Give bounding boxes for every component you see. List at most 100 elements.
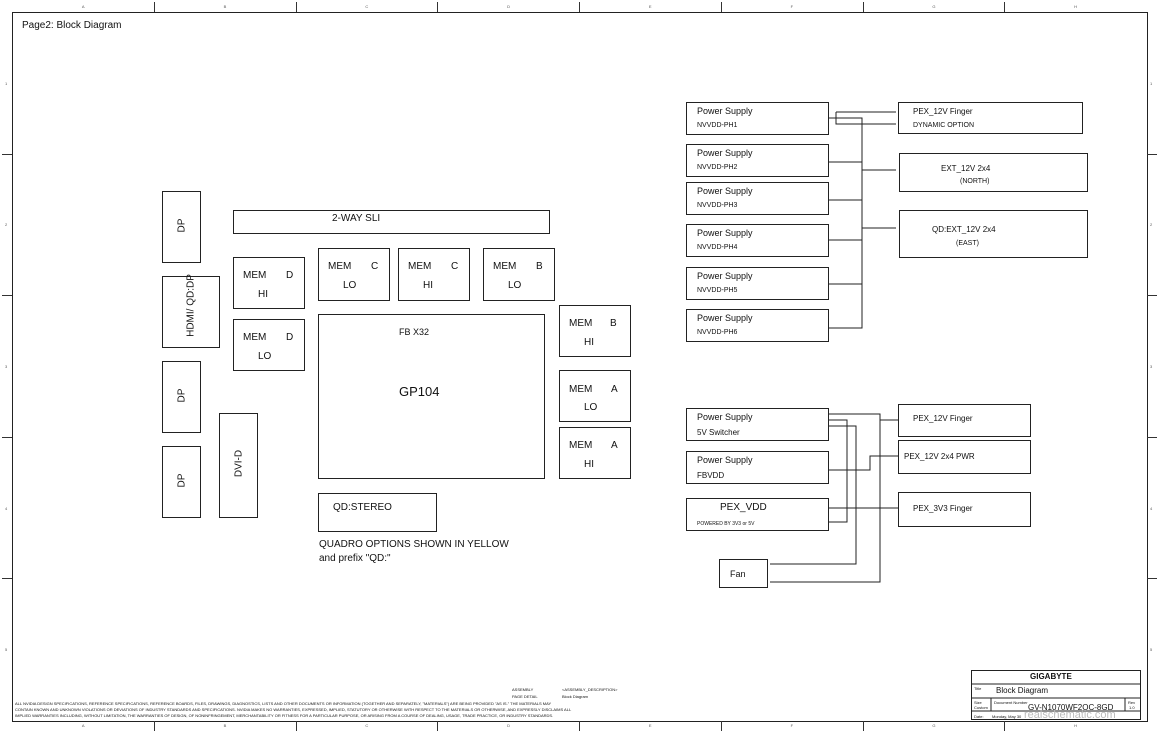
ruler-zone-label: G — [932, 4, 936, 9]
pex-vdd-block: PEX_VDD POWERED BY 3V3 or 5V — [686, 498, 829, 531]
ruler-zone-label: 5 — [5, 647, 8, 653]
ruler-tick — [2, 295, 12, 297]
pex-finger-dynamic-l1: PEX_12V Finger — [913, 107, 973, 116]
ruler-tick — [862, 721, 864, 731]
hdmi-connector: HDMI/ QD:DP — [162, 274, 220, 348]
mem-channel: A — [611, 440, 618, 451]
size-label: Size — [974, 700, 982, 705]
ruler-tick — [2, 436, 12, 438]
power-supply-label: Power Supply — [697, 186, 753, 196]
ruler-zone-label: B — [223, 723, 227, 728]
power-supply-fbvdd: Power Supply FBVDD — [686, 451, 829, 484]
pex-finger-dynamic-l2: DYNAMIC OPTION — [913, 122, 975, 129]
ruler-tick — [2, 578, 12, 580]
mem-label: MEM — [569, 318, 593, 329]
mem-channel: C — [451, 261, 459, 272]
date-label: Date: — [974, 714, 984, 719]
power-supply-label: Power Supply — [697, 148, 753, 158]
dvi-connector: DVI-D — [219, 413, 258, 518]
power-supply-phase-name: NVVDD-PH5 — [697, 287, 738, 294]
ext-north-l2: (NORTH) — [960, 178, 990, 185]
company-name: GIGABYTE — [1030, 672, 1072, 681]
watermark: realschematic.com — [1024, 709, 1116, 721]
ext-12v-north: EXT_12V 2x4 (NORTH) — [899, 153, 1088, 192]
power-supply-label: Power Supply — [697, 228, 753, 238]
ext-north-l1: EXT_12V 2x4 — [941, 164, 991, 173]
power-supply-fbvdd-sub: FBVDD — [697, 471, 725, 480]
ext-east-l2: (EAST) — [956, 240, 979, 247]
mem-position: LO — [258, 351, 272, 362]
ruler-tick — [720, 2, 722, 12]
ruler-zone-label: A — [81, 4, 85, 9]
ruler-zone-label: 4 — [5, 505, 8, 511]
qd-stereo-block: QD:STEREO — [318, 493, 437, 532]
gpu-name: GP104 — [399, 384, 440, 399]
sli-bridge-label: 2-WAY SLI — [332, 213, 381, 224]
mem-channel: A — [611, 384, 618, 395]
assembly-desc: <ASSEMBLY_DESCRIPTION> — [562, 687, 618, 692]
mem-label: MEM — [569, 384, 593, 395]
dp-connector-3: DP — [162, 446, 201, 518]
date-value: Monday, May 30 — [992, 714, 1022, 719]
ruler-zone-label: C — [365, 4, 369, 9]
ruler-tick — [1004, 721, 1006, 731]
fan-label: Fan — [730, 569, 746, 579]
ruler-tick — [437, 721, 439, 731]
mem-channel: C — [371, 261, 379, 272]
mem-b-hi: MEM B HI — [559, 305, 631, 357]
mem-label: MEM — [493, 261, 517, 272]
mem-label: MEM — [408, 261, 432, 272]
ruler-tick — [295, 721, 297, 731]
title-block-lines — [971, 683, 1141, 712]
title-block: GIGABYTE Title Block Diagram Size Custom… — [971, 670, 1141, 721]
power-supply-phase-name: NVVDD-PH3 — [697, 202, 738, 209]
pex-12v-2x4-pwr: PEX_12V 2x4 PWR — [898, 440, 1031, 474]
mem-d-hi: MEM D HI — [233, 257, 305, 309]
mem-position: HI — [258, 289, 268, 300]
mem-position: HI — [584, 337, 594, 348]
dp-connector-1: DP — [162, 191, 201, 263]
page-title: Page2: Block Diagram — [22, 20, 122, 31]
qd-ext-12v-east: QD:EXT_12V 2x4 (EAST) — [899, 210, 1088, 258]
mem-label: MEM — [243, 332, 267, 343]
ruler-tick — [153, 2, 155, 12]
ruler-tick — [1147, 578, 1157, 580]
mem-channel: B — [536, 261, 543, 272]
power-supply-phase-name: NVVDD-PH2 — [697, 164, 738, 171]
dvi-connector-label: DVI-D — [233, 449, 245, 478]
pex-12v-2x4-pwr-label: PEX_12V 2x4 PWR — [904, 452, 975, 461]
docnum-label: Document Number — [994, 700, 1028, 705]
mem-c-hi: MEM C HI — [398, 248, 470, 301]
pex-vdd-sub: POWERED BY 3V3 or 5V — [697, 521, 755, 527]
power-supply-phase-name: NVVDD-PH1 — [697, 122, 738, 129]
pex-12v-finger-label: PEX_12V Finger — [913, 414, 973, 423]
ruler-tick — [2, 153, 12, 155]
ext-east-l1: QD:EXT_12V 2x4 — [932, 225, 996, 234]
gpu-fb-label: FB X32 — [399, 327, 430, 337]
mem-channel: D — [286, 270, 294, 281]
disclaimer-line1: ALL NVIDIA DESIGN SPECIFICATIONS, REFERE… — [15, 701, 552, 706]
ruler-zone-label: 5 — [1150, 647, 1153, 653]
pex-finger-dynamic: PEX_12V Finger DYNAMIC OPTION — [898, 102, 1083, 134]
power-supply-5v-sub: 5V Switcher — [697, 428, 740, 437]
mem-position: LO — [508, 280, 522, 291]
ruler-zone-label: E — [648, 4, 652, 9]
pex-12v-finger: PEX_12V Finger — [898, 404, 1031, 437]
ruler-zone-label: 1 — [5, 80, 8, 86]
sli-bridge: 2-WAY SLI — [233, 210, 550, 234]
power-supply-label: Power Supply — [697, 412, 753, 422]
ruler-zone-label: 3 — [1150, 364, 1153, 369]
gpu-block: FB X32 GP104 — [318, 314, 545, 479]
ruler-tick — [153, 721, 155, 731]
quadro-note-line1: QUADRO OPTIONS SHOWN IN YELLOW — [319, 539, 509, 550]
block-diagram-small: Block Diagram — [562, 694, 589, 699]
page-detail-label: PAGE DETAIL — [512, 694, 538, 699]
ruler-zone-label: 2 — [1150, 222, 1153, 228]
pex-vdd-label: PEX_VDD — [720, 502, 767, 513]
